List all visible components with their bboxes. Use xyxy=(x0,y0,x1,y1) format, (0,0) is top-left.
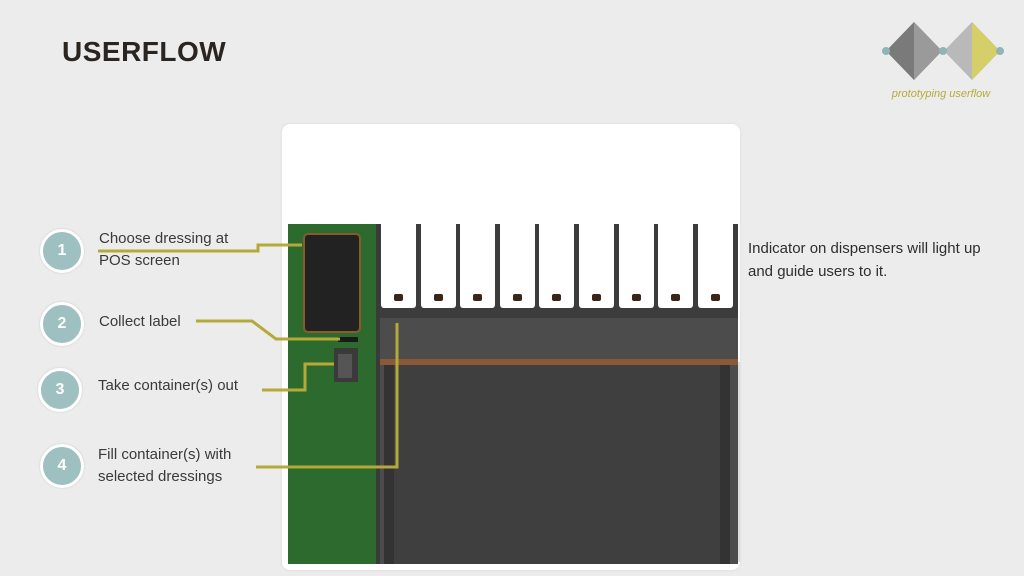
logo-dot-right xyxy=(996,47,1004,55)
dispenser-indicator-light xyxy=(394,294,403,301)
logo-diamond-left-light xyxy=(914,22,942,80)
label-slot xyxy=(338,337,358,342)
dispenser-indicator-light xyxy=(592,294,601,301)
pos-unit xyxy=(288,224,380,564)
dispenser-indicator-light xyxy=(433,294,443,301)
dispenser-indicator-light xyxy=(631,294,641,301)
step-number-badge: 4 xyxy=(40,444,84,488)
step-number-badge: 3 xyxy=(38,368,82,412)
logo-dot-left xyxy=(882,47,890,55)
step-number-badge: 2 xyxy=(40,302,84,346)
dispenser-indicator-light xyxy=(710,294,720,301)
dispenser-panel xyxy=(380,224,738,318)
counter-top xyxy=(380,359,738,365)
container-compartment-door xyxy=(338,354,352,378)
cabinet xyxy=(394,365,724,564)
dispenser-unit xyxy=(697,224,733,308)
dispenser-indicator-light xyxy=(552,294,562,301)
dispenser-indicator-light xyxy=(473,294,483,301)
step-number-badge: 1 xyxy=(40,229,84,273)
dispenser-unit xyxy=(618,224,654,308)
dispenser-unit xyxy=(499,224,535,308)
dispenser-indicator-light xyxy=(671,294,681,301)
dispenser-indicator-note: Indicator on dispensers will light up an… xyxy=(748,240,981,280)
dispenser-indicator-light xyxy=(512,294,522,301)
kiosk-illustration xyxy=(288,224,738,564)
page-title: USERFLOW xyxy=(62,36,227,67)
dispenser-unit xyxy=(539,224,575,308)
step-label: Choose dressing at POS screen xyxy=(99,230,229,269)
dispenser-unit xyxy=(658,224,694,308)
step-label: Collect label xyxy=(99,313,181,330)
counter-leg-right xyxy=(720,365,730,564)
logo-diamond-accent xyxy=(972,22,1000,80)
logo-caption: prototyping userflow xyxy=(891,88,991,100)
prototyping-logo xyxy=(882,22,1004,80)
counter-leg-left xyxy=(384,365,394,564)
pos-screen xyxy=(303,233,361,333)
step-label: Fill container(s) with selected dressing… xyxy=(98,446,232,485)
dispenser-unit xyxy=(420,224,456,308)
logo-dot-mid xyxy=(939,47,947,55)
step-label: Take container(s) out xyxy=(98,377,239,394)
dispenser-unit xyxy=(460,224,496,308)
dispenser-unit xyxy=(381,224,416,308)
dispenser-unit xyxy=(579,224,614,308)
